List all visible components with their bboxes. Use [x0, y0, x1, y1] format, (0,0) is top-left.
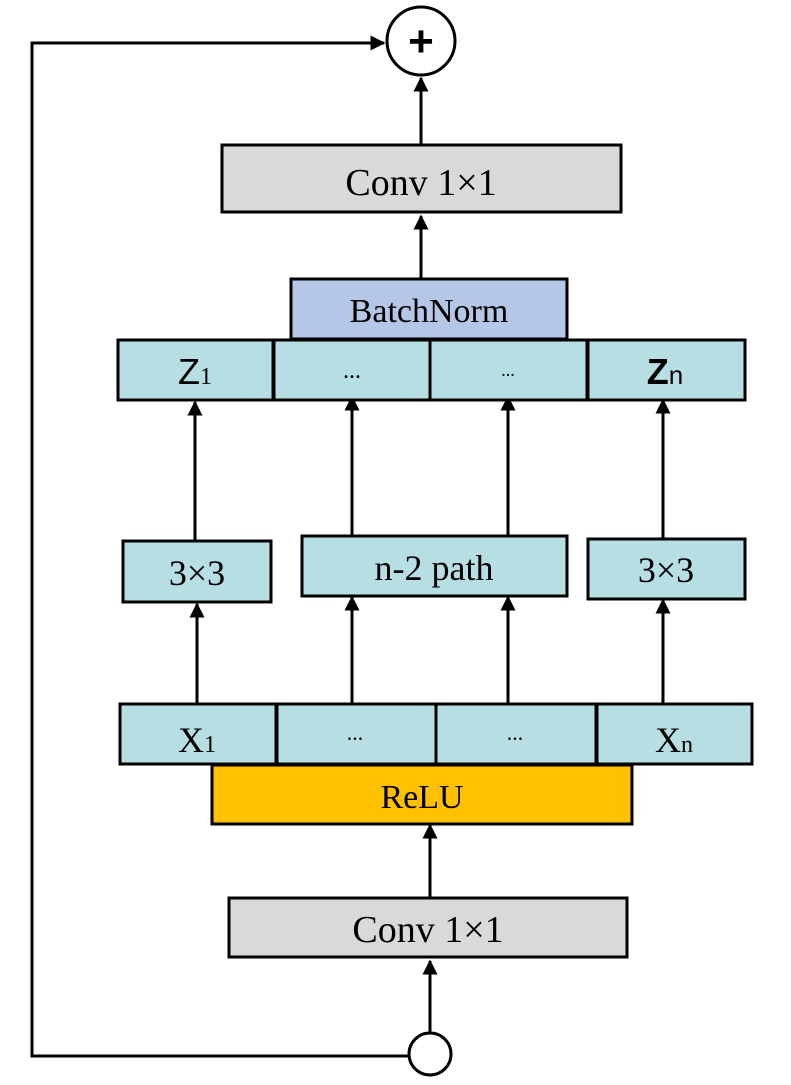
xn-label: Xn [655, 720, 693, 760]
path1-box [121, 539, 273, 604]
conv-top-label: Conv 1×1 [345, 162, 496, 204]
x1-box [118, 702, 278, 766]
z1-box [116, 338, 275, 402]
x1-label: X1 [178, 720, 216, 760]
sum-symbol: + [408, 17, 434, 66]
path3-box [586, 537, 747, 601]
x3-label: ... [507, 720, 524, 745]
zn-label: Zn [647, 351, 683, 392]
path3-label: 3×3 [638, 550, 694, 590]
path2-label: n-2 path [375, 548, 494, 588]
z3-box [428, 338, 589, 402]
z3-label: ... [501, 360, 515, 380]
relu-box [210, 763, 634, 826]
relu-label: ReLU [380, 779, 463, 816]
sum-node [385, 5, 457, 77]
skip-connection [30, 35, 412, 1058]
z1-label: Z1 [178, 351, 212, 392]
conv-bottom-label: Conv 1×1 [352, 909, 503, 951]
zn-box [586, 338, 747, 402]
batchnorm-label: BatchNorm [350, 293, 509, 330]
path1-label: 3×3 [169, 553, 225, 593]
conv-top-box [220, 143, 623, 214]
conv-bottom-box [227, 896, 629, 959]
x2-label: ... [347, 720, 364, 745]
z2-label: ... [343, 358, 361, 384]
xn-box [595, 702, 754, 766]
input-node [407, 1031, 453, 1077]
path2-box [300, 534, 569, 598]
